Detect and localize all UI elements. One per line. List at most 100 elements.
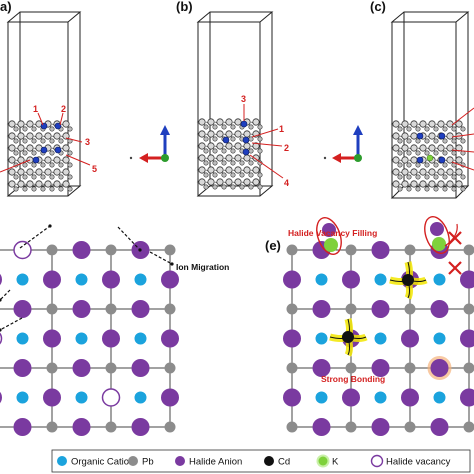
- atom-sphere: [446, 168, 454, 176]
- atom-sphere: [248, 160, 254, 166]
- atom-sphere: [207, 166, 215, 174]
- atom-sphere: [221, 172, 227, 178]
- organic-cation: [16, 332, 29, 345]
- atom-sphere: [26, 144, 34, 152]
- atom-sphere: [446, 132, 454, 140]
- atom-sphere: [406, 174, 412, 180]
- atom-sphere: [198, 154, 206, 162]
- atom-sphere: [248, 136, 254, 142]
- atom-sphere: [230, 148, 236, 154]
- atom-sphere: [392, 156, 400, 164]
- atom-sphere: [49, 138, 55, 144]
- atom-sphere: [397, 186, 403, 192]
- organic-cation: [433, 391, 446, 404]
- halide-anion: [430, 300, 449, 318]
- atom-sphere: [58, 174, 64, 180]
- pb-atom: [105, 421, 117, 433]
- atom-sphere: [248, 172, 254, 178]
- atom-sphere: [67, 126, 73, 132]
- legend-box: [51, 449, 471, 473]
- halide-anion: [43, 329, 61, 348]
- halide-anion: [430, 359, 449, 377]
- pb-atom: [46, 421, 58, 433]
- atom-sphere: [31, 186, 37, 192]
- atom-sphere: [397, 138, 403, 144]
- atom-sphere: [225, 154, 233, 162]
- dopant-atom: [32, 156, 40, 164]
- atom-sphere: [13, 138, 19, 144]
- atom-sphere: [203, 160, 209, 166]
- atom-sphere: [230, 160, 236, 166]
- halide-anion: [131, 418, 150, 436]
- atom-sphere: [22, 174, 28, 180]
- pb-atom: [105, 244, 117, 256]
- pb-atom: [105, 303, 117, 315]
- atom-sphere: [216, 154, 224, 162]
- pb-atom: [404, 421, 416, 433]
- halide-anion: [13, 418, 32, 436]
- atom-sphere: [225, 130, 233, 138]
- strong-bonding-label: Strong Bonding: [321, 374, 385, 384]
- arrowhead: [48, 224, 52, 228]
- migration-arrow: [0, 289, 11, 301]
- organic-cation: [134, 273, 147, 286]
- atom-sphere: [62, 168, 70, 176]
- halide-anion: [401, 329, 419, 348]
- atom-sphere: [460, 138, 466, 144]
- migration-arrow: [149, 251, 173, 265]
- atom-sphere: [212, 148, 218, 154]
- atom-sphere: [257, 136, 263, 142]
- atom-sphere: [392, 180, 400, 188]
- atom-sphere: [433, 126, 439, 132]
- halide-anion: [430, 222, 444, 236]
- atom-sphere: [49, 162, 55, 168]
- atom-sphere: [248, 184, 254, 190]
- atom-sphere: [406, 162, 412, 168]
- organic-cation: [315, 332, 328, 345]
- halide-anion: [460, 270, 474, 289]
- atom-sphere: [424, 174, 430, 180]
- atom-sphere: [424, 150, 430, 156]
- atom-sphere: [243, 154, 251, 162]
- atom-sphere: [234, 154, 242, 162]
- atom-sphere: [203, 184, 209, 190]
- cd-atom: [402, 274, 414, 286]
- organic-cation: [16, 391, 29, 404]
- organic-cation: [433, 273, 446, 286]
- atom-sphere: [415, 174, 421, 180]
- atom-sphere: [207, 178, 215, 186]
- atom-sphere: [221, 124, 227, 130]
- dopant-atom: [438, 156, 446, 164]
- atom-sphere: [35, 132, 43, 140]
- arrowhead: [170, 262, 174, 266]
- atom-sphere: [239, 184, 245, 190]
- migration-arrow: [117, 226, 141, 251]
- atom-sphere: [31, 126, 37, 132]
- atom-sphere: [257, 172, 263, 178]
- legend-label: K: [332, 457, 339, 468]
- atom-sphere: [397, 150, 403, 156]
- atom-sphere: [212, 124, 218, 130]
- legend-label: Pb: [142, 457, 154, 468]
- atom-sphere: [442, 150, 448, 156]
- halide-anion: [322, 223, 336, 237]
- atom-sphere: [58, 138, 64, 144]
- panel-label-e: (e): [265, 238, 281, 253]
- atom-sphere: [248, 148, 254, 154]
- atom-sphere: [419, 180, 427, 188]
- atom-sphere: [433, 162, 439, 168]
- atom-sphere: [451, 150, 457, 156]
- atom-sphere: [62, 132, 70, 140]
- dopant-atom: [242, 148, 250, 156]
- site-label-a-1: 1: [33, 104, 38, 114]
- pb-atom: [404, 303, 416, 315]
- halide-anion: [13, 359, 32, 377]
- atom-sphere: [446, 180, 454, 188]
- atom-sphere: [53, 132, 61, 140]
- atom-sphere: [62, 180, 70, 188]
- atom-sphere: [234, 130, 242, 138]
- atom-sphere: [67, 186, 73, 192]
- atom-sphere: [225, 166, 233, 174]
- atom-sphere: [40, 186, 46, 192]
- panel-label-b: (b): [176, 0, 193, 14]
